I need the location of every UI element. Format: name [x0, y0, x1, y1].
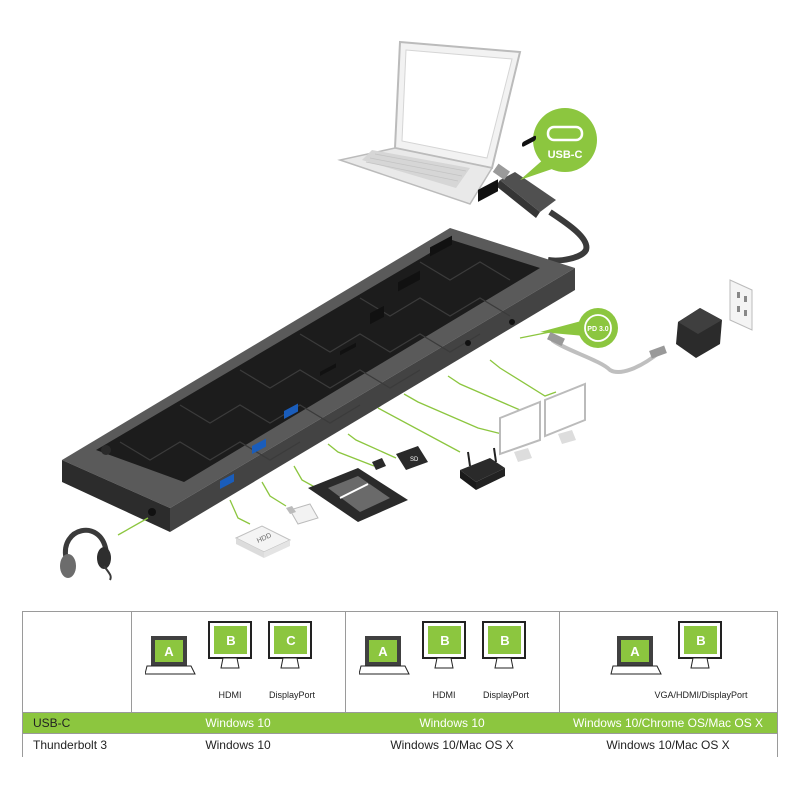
ethernet-port: [370, 305, 384, 325]
hdd-icon: HDD: [234, 525, 292, 558]
svg-text:C: C: [286, 633, 296, 648]
display-caption: HDMI: [218, 690, 242, 700]
headset-icon: [60, 527, 112, 581]
power-in-port: [509, 319, 515, 325]
usb-a-port-2: [252, 438, 266, 455]
sd-card-icon: SD: [372, 446, 428, 470]
display-group-1: A B C HDMI DisplayPort: [144, 620, 345, 710]
usb-flash-drive-icon: [286, 503, 319, 525]
micro-sd-slot: [340, 342, 356, 356]
row-label: USB-C: [33, 716, 71, 730]
sd-card-slot: [320, 363, 336, 376]
svg-text:A: A: [630, 644, 640, 659]
table-cell: Windows 10: [205, 738, 271, 752]
display-caption: HDMI: [432, 690, 456, 700]
laptop-icon: A: [610, 636, 662, 675]
display-caption: VGA/HDMI/DisplayPort: [654, 690, 748, 700]
column-divider: [559, 612, 560, 756]
vga-port: [478, 179, 498, 202]
laptop-icon: A: [358, 636, 410, 675]
usb-c-callout-label: USB-C: [548, 149, 583, 161]
laptop-icon: [337, 40, 522, 205]
monitor-icon: [544, 382, 586, 444]
usb-c-callout: USB-C: [520, 108, 597, 180]
usb-a-port-1: [220, 473, 234, 490]
table-cell: Windows 10/Mac OS X: [606, 738, 730, 752]
headset-port: [148, 508, 156, 516]
display-group-1-icons: A B C: [144, 621, 312, 675]
dock-icon: [62, 228, 575, 532]
display-caption: DisplayPort: [269, 690, 316, 700]
laptop-icon: A: [144, 636, 196, 675]
display-caption: DisplayPort: [483, 690, 530, 700]
column-divider: [345, 612, 346, 756]
display-group-2-icons: A B B: [358, 621, 526, 675]
monitor-icon: B: [422, 621, 466, 669]
display-group-2: A B B HDMI DisplayPort: [358, 620, 559, 710]
svg-text:B: B: [500, 633, 509, 648]
table-cell: Windows 10: [419, 716, 485, 730]
hdmi-port-2: [430, 235, 452, 257]
hdmi-port-1: [398, 270, 420, 292]
dock-ports: [148, 135, 536, 516]
pd-label: PD 3.0: [587, 326, 609, 333]
display-group-3: A B VGA/HDMI/DisplayPort: [603, 620, 773, 710]
router-icon: [460, 447, 505, 490]
compatibility-table: A B C HDMI DisplayPort A: [22, 611, 778, 757]
monitor-icon: C: [268, 621, 312, 669]
table-cell: Windows 10/Mac OS X: [390, 738, 514, 752]
pd-callout: PD 3.0: [540, 308, 618, 348]
svg-text:B: B: [696, 633, 705, 648]
dock-pad-pattern: [119, 261, 511, 461]
row-label: Thunderbolt 3: [33, 738, 108, 752]
power-adapter-icon: [547, 308, 722, 374]
monitor-icon: B: [678, 621, 722, 669]
usb-c-cable: [492, 163, 590, 264]
usb-c-plug-icon: [546, 125, 584, 142]
svg-text:B: B: [226, 633, 235, 648]
monitor-icon: [499, 400, 541, 462]
table-cell: Windows 10/Chrome OS/Mac OS X: [572, 716, 764, 730]
svg-text:SD: SD: [410, 457, 419, 463]
wall-outlet-icon: [729, 279, 753, 331]
column-divider: [131, 612, 132, 756]
usb-c-port: [522, 135, 536, 147]
usb-a-port-3: [284, 403, 298, 419]
monitor-icon: B: [482, 621, 526, 669]
monitor-icon: B: [208, 621, 252, 669]
table-row-usb-c: USB-C Windows 10 Windows 10 Windows 10/C…: [23, 712, 777, 734]
table-row-thunderbolt: Thunderbolt 3 Windows 10 Windows 10/Mac …: [23, 734, 777, 757]
display-group-3-icons: A B: [610, 621, 722, 675]
audio-port: [465, 340, 471, 346]
drawing-tablet-icon: [308, 468, 408, 522]
table-cell: Windows 10: [205, 716, 271, 730]
svg-text:B: B: [440, 633, 449, 648]
dock-connection-diagram: USB-C: [60, 40, 753, 581]
svg-text:A: A: [378, 644, 388, 659]
svg-text:A: A: [164, 644, 174, 659]
